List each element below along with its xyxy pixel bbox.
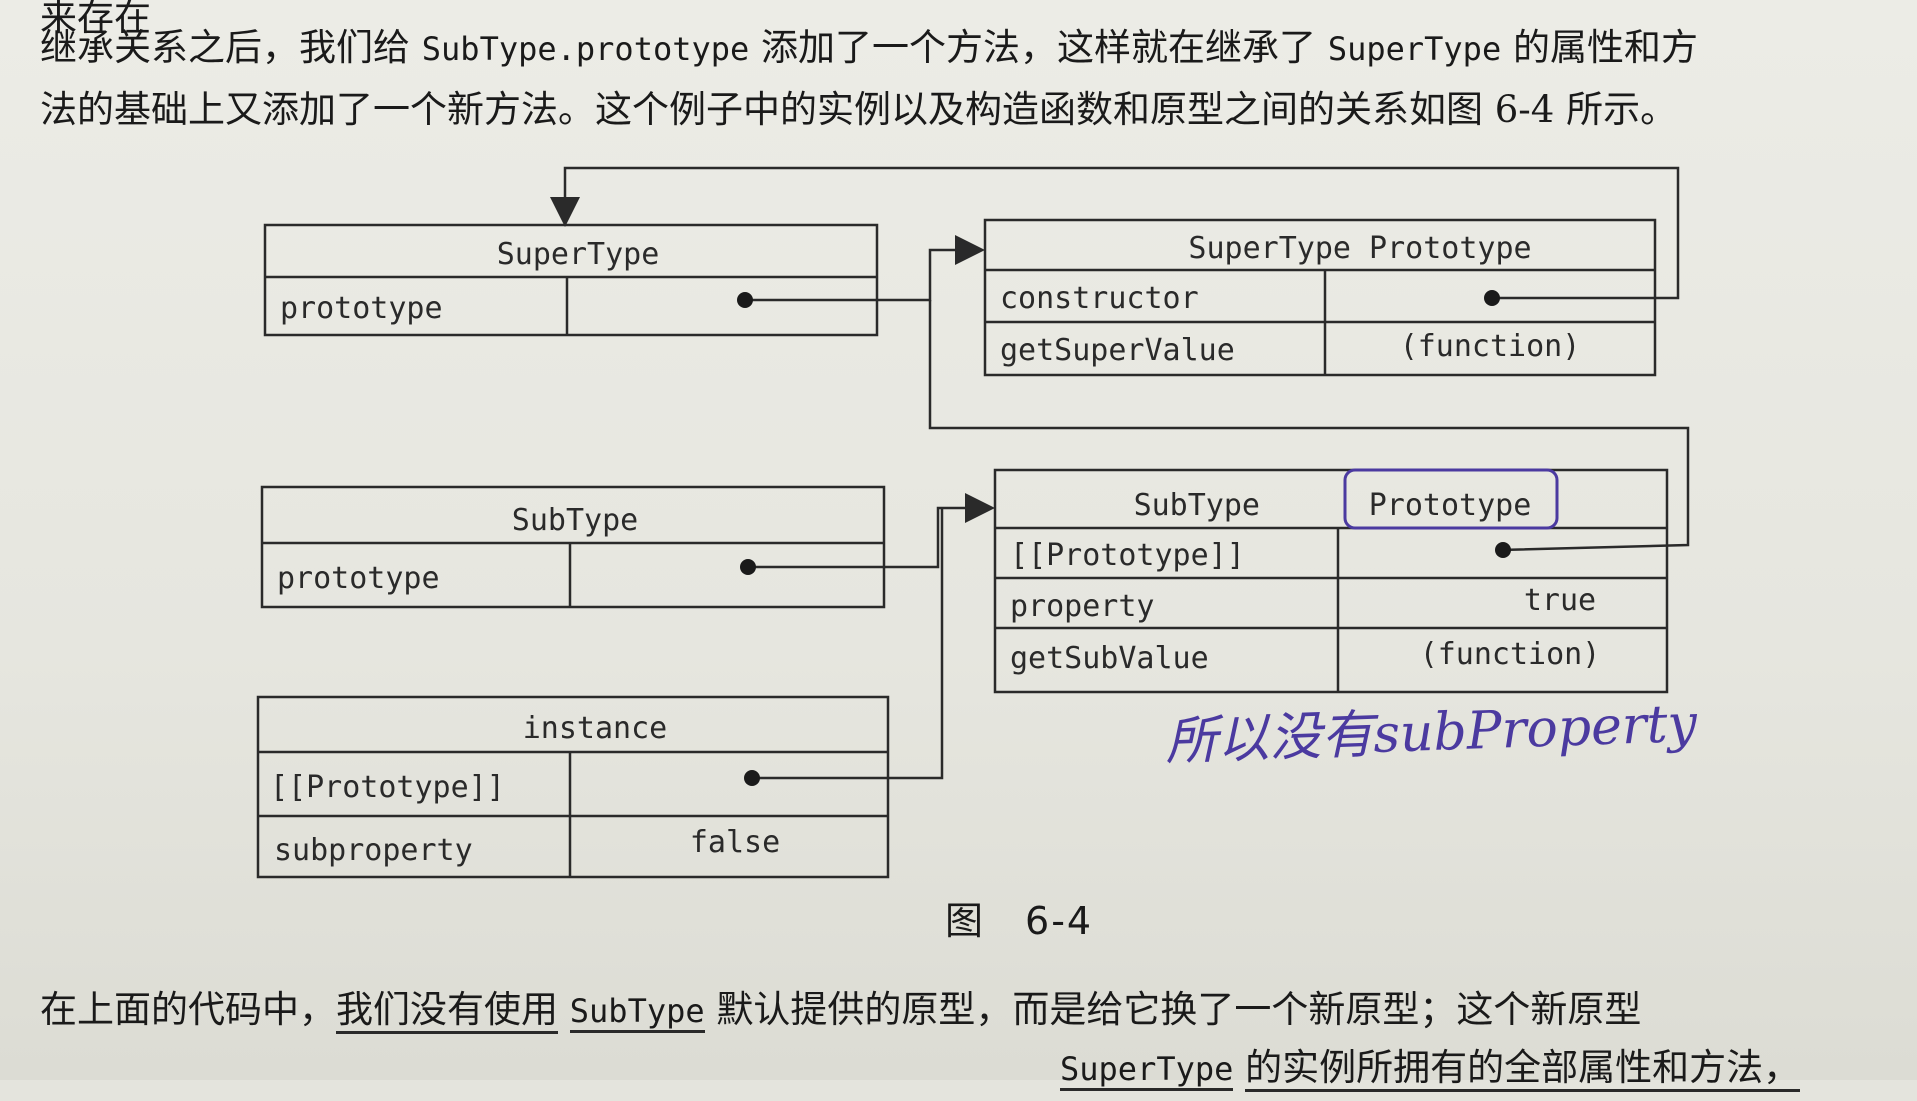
- getsubvalue-value: (function): [1420, 637, 1601, 672]
- subtype-proto-internal-key: [[Prototype]]: [1010, 538, 1245, 573]
- instance-proto-key: [[Prototype]]: [270, 770, 505, 805]
- constructor-key: constructor: [1000, 281, 1199, 316]
- subproperty-key: subproperty: [274, 833, 473, 868]
- subproperty-value: false: [690, 825, 780, 860]
- paragraph-2-line-2: SuperType 的实例所拥有的全部属性和方法，: [40, 1036, 1900, 1101]
- constructor-link: [550, 166, 1680, 300]
- cut-off-text: 来存在: [40, 0, 151, 39]
- subtype-proto-chain-link: [928, 300, 1690, 552]
- supertype-prototype-link: [745, 235, 985, 302]
- subtype-prototype-box: [993, 468, 1669, 694]
- paragraph-2-line-1: 在上面的代码中，我们没有使用 SubType 默认提供的原型，而是给它换了一个新…: [40, 978, 1900, 1043]
- constructor-dot: [1484, 290, 1500, 306]
- subtype-prototype-dot: [740, 559, 756, 575]
- supertype-prototype-dot: [737, 292, 753, 308]
- supertype-prototype-key: prototype: [280, 291, 443, 326]
- instance-box: [256, 695, 890, 879]
- getsupervalue-value: (function): [1400, 329, 1581, 364]
- supertype-prototype-title: SuperType Prototype: [1188, 231, 1531, 266]
- instance-title: instance: [523, 711, 668, 746]
- subtype-box: [260, 485, 886, 609]
- getsubvalue-key: getSubValue: [1010, 641, 1209, 676]
- subtype-prototype-title-a: SubType: [1134, 488, 1260, 523]
- caption-label: 图: [945, 899, 986, 943]
- property-value: true: [1524, 583, 1596, 618]
- handwritten-circle: [1343, 468, 1559, 530]
- paragraph-1-line-1: 继承关系之后，我们给 SubType.prototype 添加了一个方法，这样就…: [40, 26, 1698, 69]
- caption-number: 6-4: [1025, 899, 1094, 943]
- supertype-title: SuperType: [497, 237, 660, 272]
- paragraph-1-line-2: 法的基础上又添加了一个新方法。这个例子中的实例以及构造函数和原型之间的关系如图 …: [40, 88, 1678, 131]
- instance-proto-dot: [744, 770, 760, 786]
- figure-caption: 图 6-4: [945, 890, 1093, 945]
- subtype-title: SubType: [512, 503, 638, 538]
- cut-off-line: 来存在: [40, 0, 1900, 50]
- getsupervalue-key: getSuperValue: [1000, 333, 1235, 368]
- subtype-prototype-title-b: Prototype: [1369, 488, 1532, 523]
- subtype-prototype-key: prototype: [277, 561, 440, 596]
- property-key: property: [1010, 589, 1155, 624]
- instance-proto-link: [752, 508, 944, 780]
- subtype-prototype-link: [748, 493, 995, 569]
- subtype-proto-internal-dot: [1495, 542, 1511, 558]
